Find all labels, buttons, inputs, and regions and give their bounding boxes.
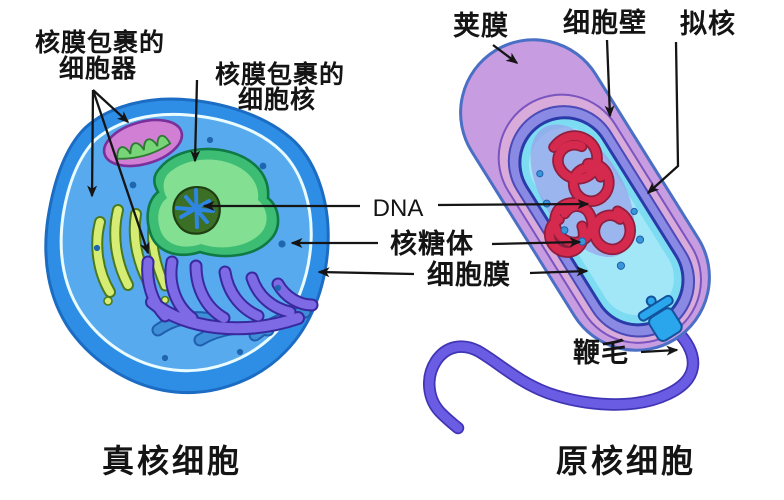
caption-eukaryote: 真核细胞 — [102, 443, 242, 479]
annotation-arrows — [87, 39, 680, 356]
eukaryotic-cell — [44, 97, 330, 395]
arrow-to-er — [91, 89, 150, 255]
arrow-membrane-left — [317, 267, 415, 278]
arrow-to-nucleus — [190, 79, 201, 163]
arrow-to-capsule — [492, 44, 519, 64]
label-capsule: 荚膜 — [453, 11, 509, 41]
arrow-to-flagellum — [640, 345, 679, 356]
flagellum-motor — [637, 294, 683, 342]
label-nucleoid: 拟核 — [680, 8, 736, 39]
arrow-ribosome-right — [491, 237, 582, 248]
flagellum-tail — [423, 323, 700, 435]
euk-ribosome-dots — [93, 136, 286, 362]
label-cell-membrane: 细胞膜 — [427, 259, 511, 290]
arrow-to-nucleoid — [646, 41, 680, 195]
label-membrane-bound-nucleus-line2: 细胞核 — [238, 85, 316, 114]
arrow-membrane-right — [529, 266, 589, 277]
text-labels: 核膜包裹的 细胞器 核膜包裹的 细胞核 荚膜 细胞壁 拟核 DNA 核糖体 细胞… — [35, 7, 736, 479]
mitochondrion — [102, 118, 184, 168]
label-membrane-bound-nucleus-line1: 核膜包裹的 — [215, 60, 345, 89]
label-cell-wall: 细胞壁 — [563, 7, 647, 38]
label-membrane-bound-organelles-line2: 细胞器 — [59, 54, 137, 83]
label-membrane-bound-organelles-line1: 核膜包裹的 — [35, 28, 165, 57]
arrow-to-cell-wall — [604, 39, 615, 118]
arrow-dna-right — [437, 199, 590, 210]
label-flagellum: 鞭毛 — [573, 338, 629, 368]
endoplasmic-reticulum — [141, 255, 319, 347]
arrow-to-golgi — [87, 89, 98, 198]
mito-cristae — [116, 134, 172, 160]
label-ribosome: 核糖体 — [390, 228, 474, 259]
label-dna: DNA — [373, 195, 424, 222]
caption-prokaryote: 原核细胞 — [556, 443, 696, 479]
ribosome-dot-target — [278, 240, 286, 248]
arrow-to-mitochondrion — [92, 89, 130, 124]
prokaryotic-cell — [459, 38, 711, 352]
